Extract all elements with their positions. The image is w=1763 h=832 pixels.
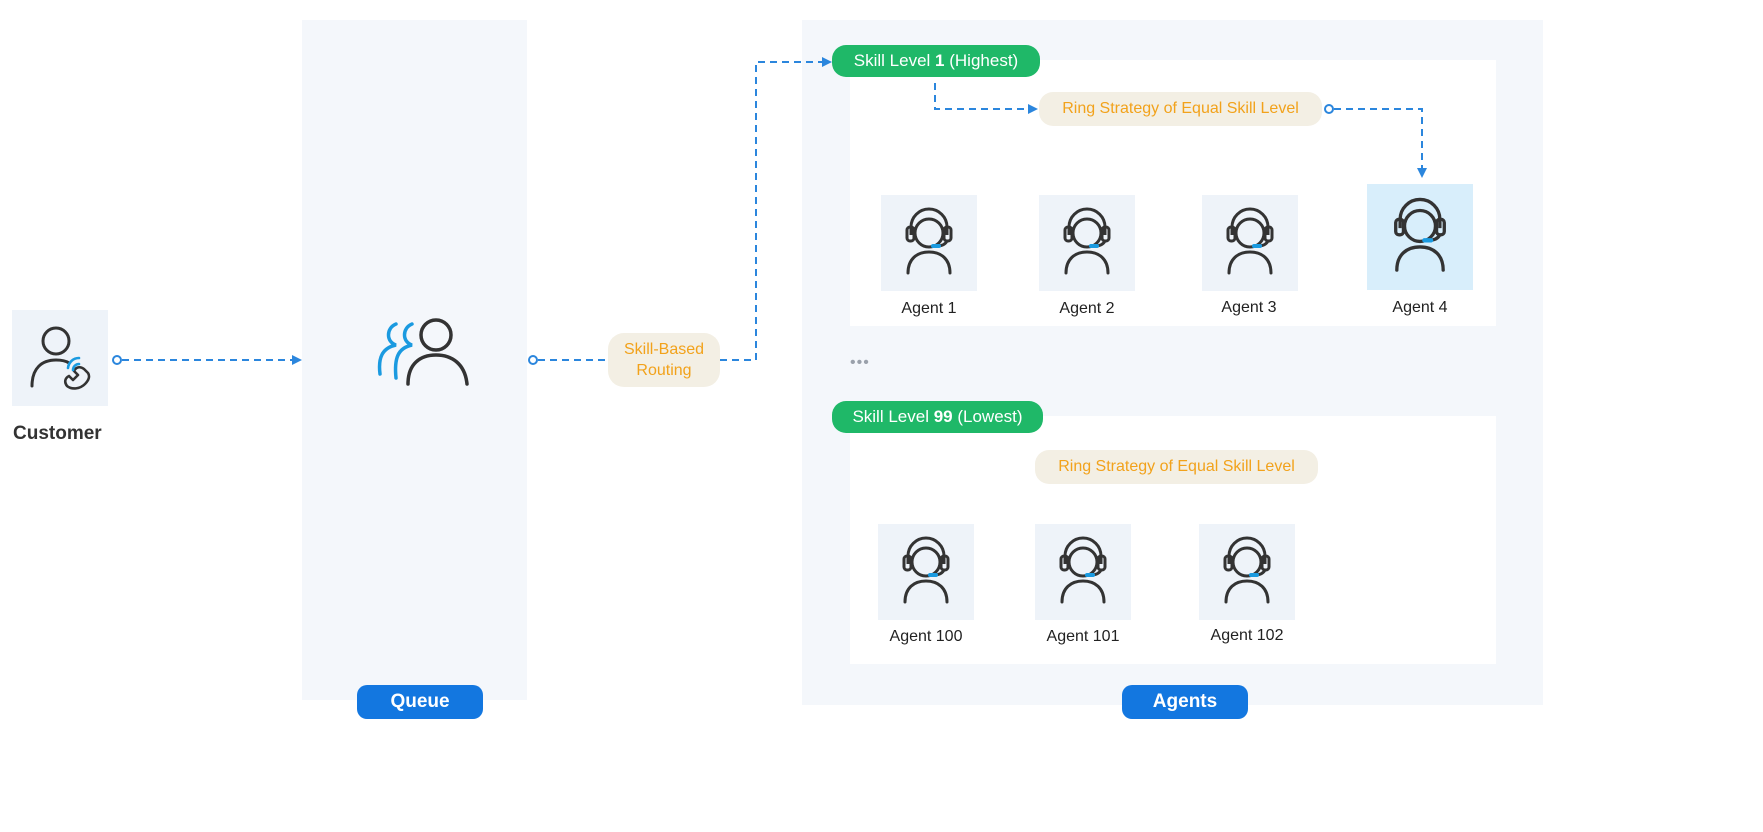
connector-dot — [528, 355, 538, 365]
agent-label: Agent 101 — [1046, 628, 1120, 645]
agents-label: Agents — [1122, 685, 1248, 719]
agent-headset-icon — [1394, 197, 1446, 272]
agent-label: Agent 100 — [889, 628, 963, 645]
customer-phone-icon — [30, 326, 91, 390]
skill-level-high-badge: Skill Level 1 (Highest) — [832, 45, 1040, 77]
agent-headset-icon — [902, 536, 950, 604]
agent-tile-highlighted — [1367, 184, 1473, 290]
agent-label: Agent 2 — [1059, 300, 1115, 317]
agent-label: Agent 3 — [1221, 299, 1277, 316]
skill-level-low-badge: Skill Level 99 (Lowest) — [832, 401, 1043, 433]
queue-label: Queue — [357, 685, 483, 719]
agent-tile — [1199, 524, 1295, 620]
skill-based-routing-node: Skill-Based Routing — [608, 333, 720, 387]
agent-tile — [1202, 195, 1298, 291]
skill-level-high-number: 1 — [935, 51, 945, 70]
agent-headset-icon — [1223, 536, 1271, 604]
skill-level-low-suffix: (Lowest) — [952, 407, 1023, 426]
agent-headset-icon — [1063, 207, 1111, 275]
agent-label: Agent 102 — [1210, 627, 1284, 644]
agent-label: Agent 4 — [1392, 299, 1448, 316]
ellipsis: ••• — [850, 354, 870, 371]
agent-tile — [878, 524, 974, 620]
routing-line-2: Routing — [636, 362, 692, 379]
agent-label: Agent 1 — [901, 300, 957, 317]
agent-tile — [1035, 524, 1131, 620]
skill-level-high-suffix: (Highest) — [944, 51, 1019, 70]
connector-dot — [112, 355, 122, 365]
agent-headset-icon — [905, 207, 953, 275]
skill-level-low-prefix: Skill Level — [852, 407, 934, 426]
queue-users-icon — [377, 318, 469, 386]
skill-level-low-number: 99 — [933, 407, 953, 426]
routing-line-1: Skill-Based — [623, 341, 705, 358]
agent-tile — [1039, 195, 1135, 291]
customer-tile — [12, 310, 108, 406]
ring-strategy-high: Ring Strategy of Equal Skill Level — [1039, 92, 1322, 126]
agent-headset-icon — [1059, 536, 1107, 604]
queue-panel — [302, 20, 527, 700]
agent-headset-icon — [1226, 207, 1274, 275]
agent-tile — [881, 195, 977, 291]
skill-level-high-prefix: Skill Level — [853, 51, 936, 70]
ring-strategy-low: Ring Strategy of Equal Skill Level — [1035, 450, 1318, 484]
customer-label: Customer — [13, 423, 102, 444]
